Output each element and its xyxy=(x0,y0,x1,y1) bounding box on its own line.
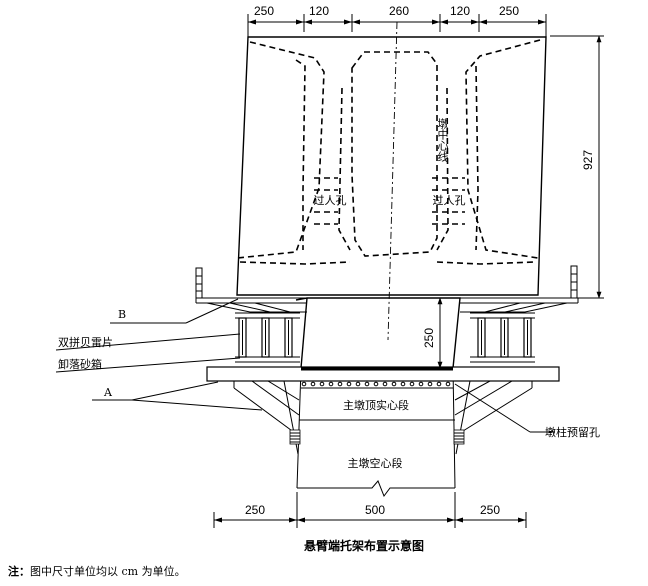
label-B: B xyxy=(118,308,126,321)
leader-A: A xyxy=(92,381,263,411)
dim-top-4: 120 xyxy=(450,4,470,18)
leader-bailey: 双拼贝雷片 xyxy=(55,333,241,351)
pier-centerline-label: 墩中心线 xyxy=(405,117,449,162)
bracket-B-right xyxy=(460,265,579,313)
dim-bottom-1: 250 xyxy=(245,503,265,517)
dim-right: 927 xyxy=(581,150,595,170)
right-dimension: 927 xyxy=(550,35,604,299)
label-sandbox: 卸落砂箱 xyxy=(58,357,102,371)
hollow-section-label: 主墩空心段 xyxy=(348,456,403,470)
dim-top-1: 250 xyxy=(254,4,274,18)
dim-top-2: 120 xyxy=(309,4,329,18)
pier-centerline xyxy=(387,21,398,341)
figure-caption: 悬臂端托架布置示意图 xyxy=(303,538,424,553)
dim-bottom-3: 250 xyxy=(480,503,500,517)
manhole-left-label: 过人孔 xyxy=(314,194,347,207)
note-text: 图中尺寸单位均以 cm 为单位。 xyxy=(30,564,186,578)
box-girder xyxy=(236,36,547,296)
dim-bottom-2: 500 xyxy=(365,503,385,517)
truss-right xyxy=(453,380,533,455)
solid-section-label: 主墩顶实心段 xyxy=(343,398,409,412)
manhole-right-label: 过人孔 xyxy=(433,194,466,207)
figure-note: 注：图中尺寸单位均以 cm 为单位。 xyxy=(8,564,186,578)
bailey-panels-right xyxy=(470,312,535,363)
pier-body xyxy=(295,297,461,498)
label-A: A xyxy=(103,386,113,399)
note-prefix: 注： xyxy=(8,564,30,578)
mid-dimension: 250 xyxy=(422,297,443,369)
main-bracket-beam xyxy=(206,366,560,382)
label-bailey: 双拼贝雷片 xyxy=(58,335,113,349)
bottom-dimension-chain: 250 500 250 xyxy=(213,492,527,528)
leader-B: B xyxy=(110,298,239,324)
bailey-panels-left xyxy=(235,312,300,363)
leader-reserved-hole: 墩柱预留孔 xyxy=(454,383,600,439)
truss-left xyxy=(233,380,301,455)
girder-cells-dashed xyxy=(236,39,541,265)
label-reserved-hole: 墩柱预留孔 xyxy=(545,425,600,439)
dim-mid: 250 xyxy=(422,328,436,348)
dim-top-5: 250 xyxy=(499,4,519,18)
dim-top-3: 260 xyxy=(389,4,409,18)
leader-sandbox: 卸落砂箱 xyxy=(55,357,241,373)
post-left xyxy=(195,267,203,299)
top-dimension-chain: 250 120 260 120 250 xyxy=(247,4,547,38)
bracket-B-left xyxy=(195,267,307,313)
reserved-holes xyxy=(301,381,451,387)
